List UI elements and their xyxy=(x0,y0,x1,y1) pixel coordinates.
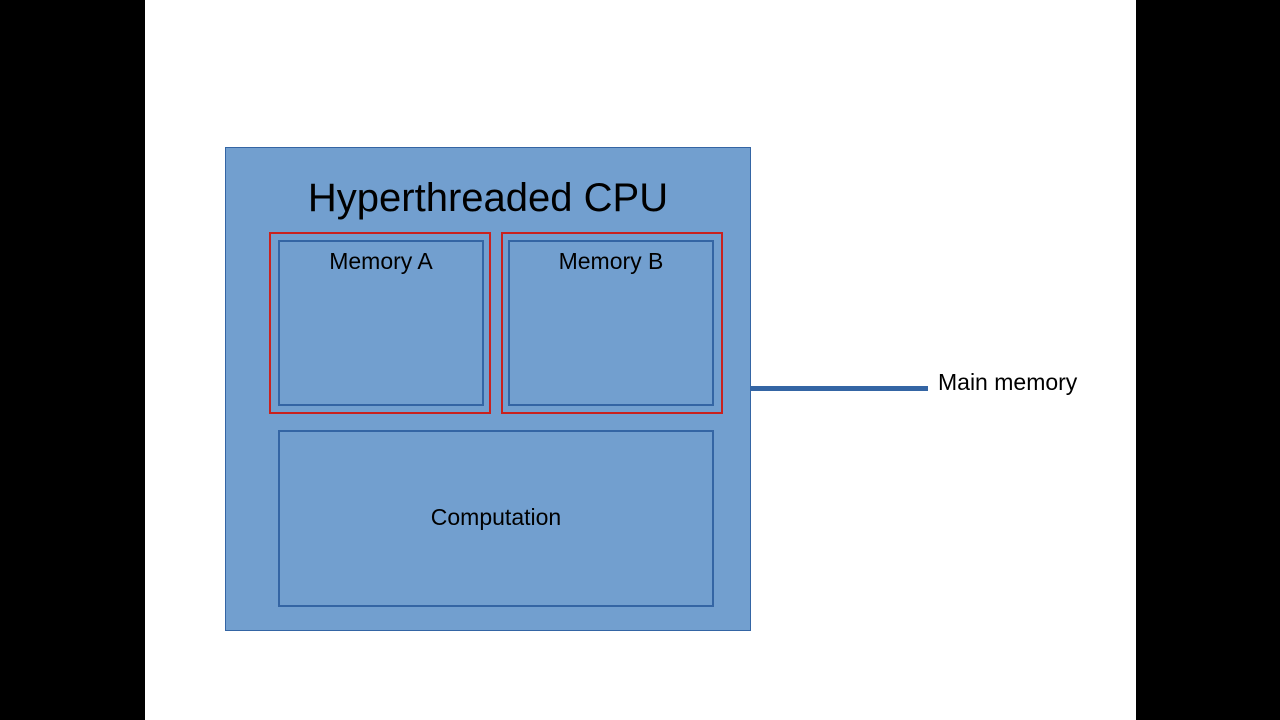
memory-b-box: Memory B xyxy=(508,240,714,406)
main-memory-connector xyxy=(751,386,928,391)
memory-a-box: Memory A xyxy=(278,240,484,406)
memory-a-label: Memory A xyxy=(329,248,433,274)
memory-b-highlight xyxy=(501,232,723,414)
main-memory-label: Main memory xyxy=(938,369,1078,395)
computation-label: Computation xyxy=(430,504,562,530)
cpu-title: Hyperthreaded CPU xyxy=(307,176,669,220)
computation-box: Computation xyxy=(278,430,714,607)
memory-a-highlight xyxy=(269,232,491,414)
slide: Hyperthreaded CPU Memory A Memory B Comp… xyxy=(145,0,1136,720)
cpu-box: Hyperthreaded CPU Memory A Memory B Comp… xyxy=(225,147,751,631)
memory-b-label: Memory B xyxy=(558,248,664,274)
